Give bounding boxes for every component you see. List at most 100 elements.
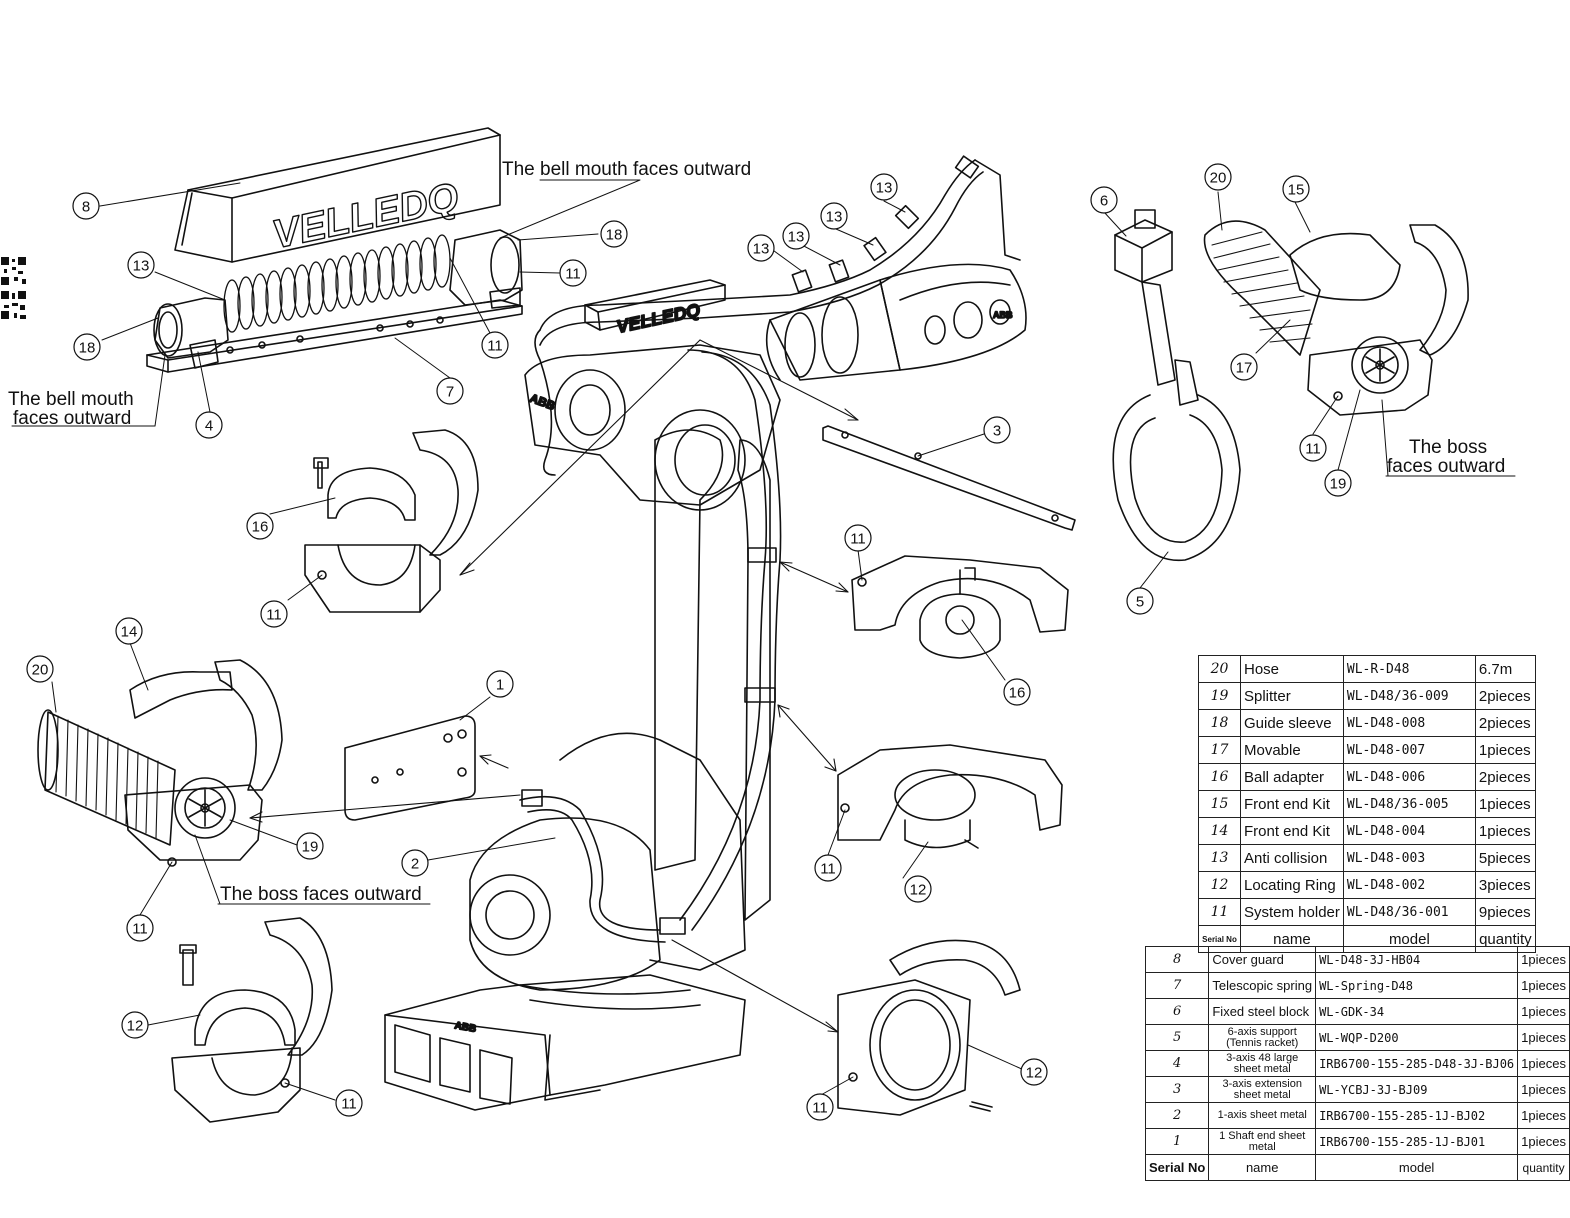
callout-circle bbox=[814, 854, 842, 882]
callout-circle bbox=[73, 333, 101, 361]
bom-model: WL-D48-002 bbox=[1342, 871, 1476, 899]
bom-qty: 1pieces bbox=[1517, 1102, 1570, 1129]
spring-assembly bbox=[146, 229, 523, 373]
callout-circle bbox=[983, 416, 1011, 444]
bom-serial: 2 bbox=[1144, 1102, 1210, 1129]
bom-serial: 3 bbox=[1144, 1076, 1210, 1103]
callout-circle bbox=[1003, 678, 1031, 706]
bom-name: Splitter bbox=[1240, 682, 1344, 710]
callout-circle bbox=[121, 1011, 149, 1039]
callout-number: 11 bbox=[820, 861, 836, 878]
callout-15: 15 bbox=[1282, 175, 1310, 203]
callout-13: 13 bbox=[747, 234, 775, 262]
bom-serial: 5 bbox=[1144, 1024, 1210, 1051]
callout-circle bbox=[782, 222, 810, 250]
callout-circle bbox=[436, 377, 464, 405]
qr-code-icon bbox=[0, 255, 28, 321]
callout-number: 13 bbox=[788, 229, 805, 246]
note-boss-right-2: faces outward bbox=[1387, 456, 1506, 477]
bom-serial: 4 bbox=[1144, 1050, 1210, 1077]
bom-name: Movable bbox=[1240, 736, 1344, 764]
bom-qty: 5pieces bbox=[1474, 844, 1536, 872]
callout-11: 11 bbox=[481, 331, 509, 359]
locating-ring-holder-left bbox=[171, 917, 333, 1123]
callout-circle bbox=[844, 524, 872, 552]
callout-circle bbox=[481, 331, 509, 359]
callout-circle bbox=[559, 259, 587, 287]
callout-number: 11 bbox=[850, 531, 866, 548]
callout-circle bbox=[335, 1089, 363, 1117]
callout-circle bbox=[870, 173, 898, 201]
bom-name: 3-axis extension sheet metal bbox=[1208, 1076, 1317, 1103]
bom-model: IRB6700-155-285-1J-BJ01 bbox=[1315, 1128, 1519, 1155]
bom-qty: 1pieces bbox=[1517, 972, 1570, 999]
callout-number: 7 bbox=[446, 384, 454, 401]
callout-number: 13 bbox=[826, 209, 843, 226]
callout-number: 11 bbox=[487, 338, 503, 355]
callout-circle bbox=[1126, 587, 1154, 615]
callout-number: 5 bbox=[1136, 594, 1144, 611]
bom-qty: 2pieces bbox=[1474, 763, 1536, 791]
callout-number: 11 bbox=[1305, 441, 1321, 458]
bom-name: Ball adapter bbox=[1240, 763, 1344, 791]
bom-qty: 1pieces bbox=[1517, 1128, 1570, 1155]
bom-serial: 13 bbox=[1198, 844, 1241, 872]
note-bell-mouth-left-1: The bell mouth bbox=[8, 389, 134, 410]
callout-circle bbox=[1090, 186, 1118, 214]
bom-model: WL-D48-003 bbox=[1342, 844, 1476, 872]
bom-model: WL-YCBJ-3J-BJ09 bbox=[1315, 1076, 1519, 1103]
callout-11: 11 bbox=[260, 600, 288, 628]
callout-number: 20 bbox=[1210, 170, 1227, 187]
callout-number: 3 bbox=[993, 423, 1001, 440]
callout-20: 20 bbox=[1204, 163, 1232, 191]
callout-number: 12 bbox=[910, 882, 927, 899]
robot-logo-wrist: ABB bbox=[993, 310, 1013, 320]
callout-18: 18 bbox=[600, 220, 628, 248]
callout-12: 12 bbox=[904, 875, 932, 903]
bom-name: Locating Ring bbox=[1240, 871, 1344, 899]
cover-guard-part bbox=[174, 127, 501, 263]
ball-adapter-holder-left bbox=[304, 429, 479, 613]
bom-serial: 18 bbox=[1198, 709, 1241, 737]
bom-name: Front end Kit bbox=[1240, 790, 1344, 818]
callout-number: 11 bbox=[132, 921, 148, 938]
note-bell-mouth-top: The bell mouth faces outward bbox=[502, 159, 752, 180]
bom-qty: 1pieces bbox=[1474, 790, 1536, 818]
callout-number: 11 bbox=[565, 266, 581, 283]
bom-model: WL-D48-3J-HB04 bbox=[1315, 946, 1519, 973]
callout-12: 12 bbox=[1020, 1058, 1048, 1086]
callout-circle bbox=[1282, 175, 1310, 203]
bom-serial: 6 bbox=[1144, 998, 1210, 1025]
bom-serial: 20 bbox=[1198, 655, 1241, 683]
callout-19: 19 bbox=[296, 832, 324, 860]
bom-serial: 12 bbox=[1198, 871, 1241, 899]
bom-serial: 7 bbox=[1144, 972, 1210, 999]
callout-number: 19 bbox=[1330, 476, 1347, 493]
callout-number: 13 bbox=[133, 258, 150, 275]
callout-number: 16 bbox=[252, 519, 269, 536]
locating-ring-holder-right-bottom bbox=[837, 939, 1021, 1116]
callout-number: 4 bbox=[205, 418, 213, 435]
bom-serial: 19 bbox=[1198, 682, 1241, 710]
locating-ring-holder-right bbox=[837, 744, 1063, 849]
bom-serial: 17 bbox=[1198, 736, 1241, 764]
bom-name: Anti collision bbox=[1240, 844, 1344, 872]
note-underlines bbox=[11, 179, 1516, 905]
callout-11: 11 bbox=[814, 854, 842, 882]
bom-name: System holder bbox=[1240, 898, 1344, 926]
callout-1: 1 bbox=[486, 670, 514, 698]
callout-14: 14 bbox=[115, 617, 143, 645]
note-boss-right-1: The boss bbox=[1409, 437, 1488, 458]
bom-qty: 2pieces bbox=[1474, 709, 1536, 737]
callout-11: 11 bbox=[559, 259, 587, 287]
callout-number: 18 bbox=[79, 340, 96, 357]
bom-qty: 6.7m bbox=[1474, 655, 1536, 683]
